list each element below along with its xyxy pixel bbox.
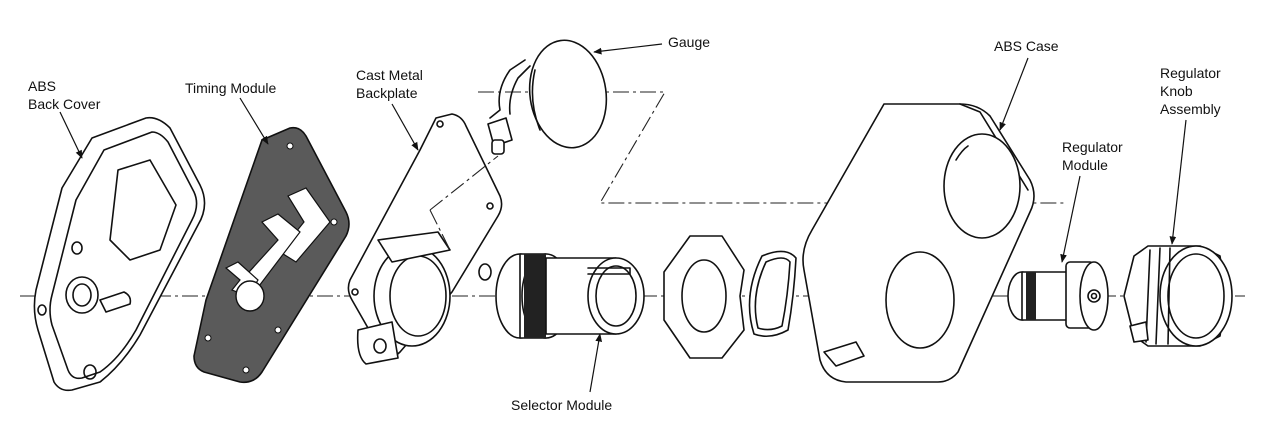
cast-metal-backplate-part <box>347 113 503 365</box>
abs-back-cover-part <box>33 116 206 392</box>
label-timing-module: Timing Module <box>185 80 277 96</box>
leader-gauge <box>593 43 663 55</box>
label-abs-case: ABS Case <box>994 38 1059 54</box>
label-selector-module: Selector Module <box>511 397 613 413</box>
label-abs-back-cover: ABS Back Cover <box>28 78 101 112</box>
leader-timing-module <box>239 97 269 145</box>
timing-module-part <box>193 126 350 384</box>
small-o-ring-part <box>478 263 492 281</box>
gauge-part <box>487 39 608 155</box>
regulator-module-part <box>1007 261 1109 331</box>
regulator-knob-assembly-part <box>1123 245 1233 347</box>
label-gauge: Gauge <box>668 34 711 50</box>
label-cast-metal-backplate: Cast Metal Backplate <box>356 67 423 101</box>
leader-selector-module <box>589 333 603 393</box>
leader-cast-metal-backplate <box>391 103 419 151</box>
selector-module-part <box>495 253 645 339</box>
leader-abs-back-cover <box>59 111 83 159</box>
label-regulator-module: Regulator Module <box>1062 139 1123 173</box>
gasket-plate-part <box>663 235 745 359</box>
abs-case-part <box>802 103 1035 383</box>
label-regulator-knob-assembly: Regulator Knob Assembly <box>1160 65 1221 117</box>
leader-regulator-module <box>1060 175 1081 263</box>
leader-abs-case <box>999 57 1029 131</box>
leader-regulator-knob <box>1169 119 1187 245</box>
